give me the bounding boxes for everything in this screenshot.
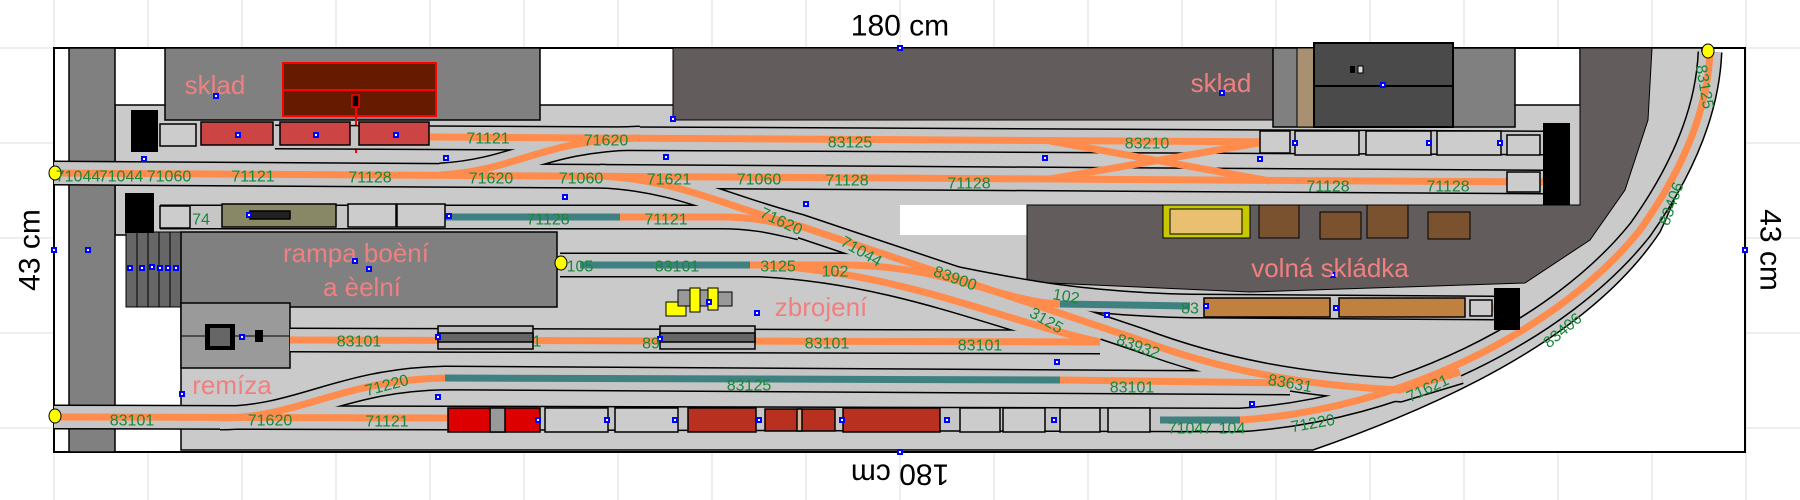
track-label: 83101 xyxy=(958,338,1003,355)
track-label: 83210 xyxy=(1125,136,1170,153)
dimension-right: 43 cm xyxy=(1754,209,1787,291)
label-rampa-2: a èelní xyxy=(323,272,402,302)
track-label: 71620 xyxy=(584,133,629,150)
track-label: 83101 xyxy=(655,259,700,276)
track-label: 89 xyxy=(642,336,660,353)
track-label: 3125 xyxy=(760,259,796,276)
track-label: 71621 xyxy=(647,172,692,189)
track-endpoints[interactable] xyxy=(48,43,1715,424)
track-label: 71060 xyxy=(147,169,192,186)
label-remiza: remíza xyxy=(192,370,272,400)
left-road-strip xyxy=(68,47,116,453)
dimension-left: 43 cm xyxy=(14,209,47,291)
track-label: 102 xyxy=(1051,286,1080,307)
buffer-stops xyxy=(125,110,1570,330)
track-label: 71128 xyxy=(1306,179,1349,196)
tracks[interactable] xyxy=(53,51,1723,433)
track-label: 83101 xyxy=(805,336,850,353)
track-label: 71121 xyxy=(466,131,509,148)
track-label: 71047 xyxy=(1168,421,1213,438)
dimension-bottom: 180 cm xyxy=(851,458,949,491)
track-label: 1 xyxy=(533,334,542,351)
track-label: 71620 xyxy=(248,413,293,430)
engine-shed[interactable] xyxy=(180,302,291,369)
track-label: 71128 xyxy=(825,173,868,190)
track-label: 71121 xyxy=(231,169,274,186)
loading-ramp[interactable] xyxy=(125,231,558,308)
dark-ground-top xyxy=(672,47,1274,121)
track-label: 83101 xyxy=(1110,380,1155,397)
track-label: 102 xyxy=(822,264,849,281)
armory-objects[interactable] xyxy=(665,287,733,317)
track-label: 105 xyxy=(567,259,594,276)
track-label: 83 xyxy=(1181,301,1199,318)
track-label: 83101 xyxy=(337,334,382,351)
label-zbrojeni: zbrojení xyxy=(775,292,868,322)
dimension-top: 180 cm xyxy=(851,10,949,43)
object-handles[interactable] xyxy=(51,45,1748,455)
track-label: 71128 xyxy=(348,170,391,187)
track-label: 71128 xyxy=(947,176,990,193)
track-label: 71128 xyxy=(526,212,569,229)
track-label: 71121 xyxy=(644,212,687,229)
label-volna-skladka: volná skládka xyxy=(1251,253,1409,283)
track-label: 71620 xyxy=(469,171,514,188)
track-label: 71044 xyxy=(99,169,144,186)
yard-goods[interactable] xyxy=(1162,204,1471,240)
track-label: 83125 xyxy=(727,378,772,395)
warehouse-right[interactable] xyxy=(1272,42,1516,128)
track-label: 71128 xyxy=(1426,179,1469,196)
track-label: 83101 xyxy=(110,413,155,430)
track-label: 71060 xyxy=(737,172,782,189)
track-label: 83125 xyxy=(828,135,873,152)
track-label: 71044 xyxy=(56,169,101,186)
white-gap xyxy=(900,205,1027,235)
track-label: 104 xyxy=(1219,421,1246,438)
track-label: 71121 xyxy=(365,414,408,431)
track-label: 71060 xyxy=(559,171,604,188)
track-label: 74 xyxy=(192,212,210,229)
